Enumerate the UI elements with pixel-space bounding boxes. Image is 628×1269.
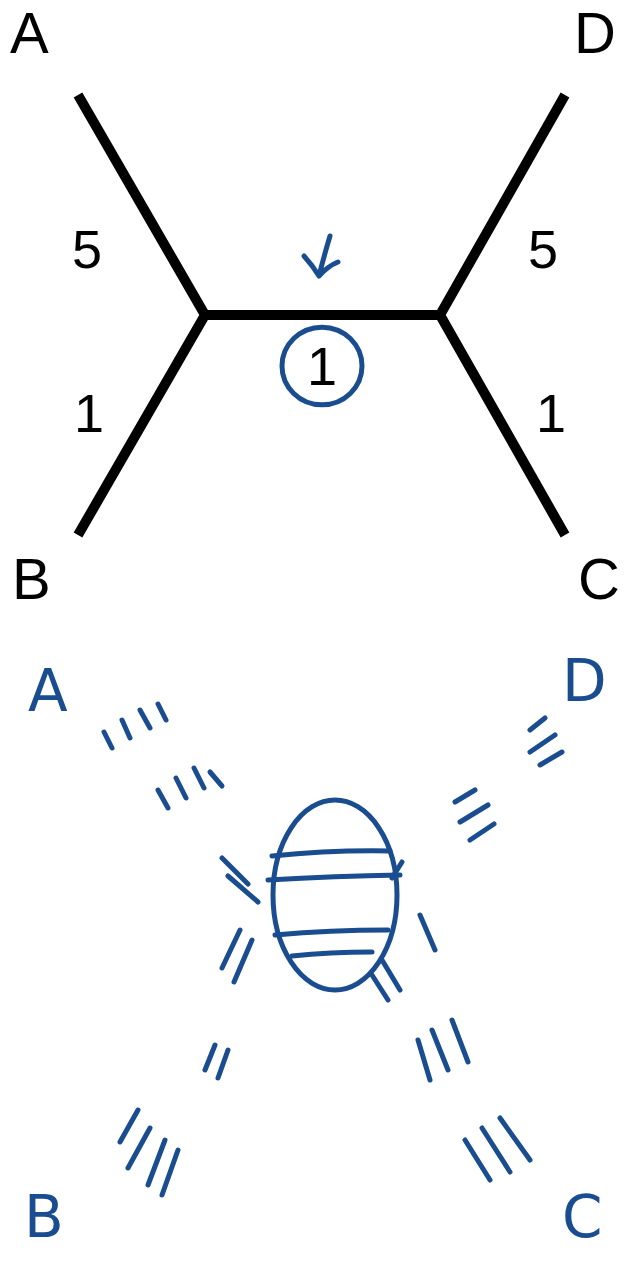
left-branches <box>78 95 205 535</box>
tick-marks <box>158 768 222 808</box>
sketch-taxon: B <box>24 1188 64 1246</box>
taxon-label: C <box>578 550 620 608</box>
tick-marks <box>418 1020 468 1080</box>
tick-marks <box>455 790 494 840</box>
internal-branch <box>205 310 440 320</box>
taxon-label: D <box>574 4 616 62</box>
tick-marks <box>222 858 258 982</box>
branch-length: 5 <box>528 222 558 276</box>
tick-marks <box>530 718 562 765</box>
tree-branches <box>78 95 565 535</box>
branch-length: 5 <box>72 222 102 276</box>
right-branches <box>440 95 565 535</box>
sketch-taxon: C <box>562 1188 603 1246</box>
taxon-label: B <box>12 550 51 608</box>
branch-length: 1 <box>536 386 566 440</box>
branch-length: 1 <box>74 386 104 440</box>
tick-marks <box>104 704 166 748</box>
sketch-taxon: A <box>28 662 68 720</box>
sketch-taxon: D <box>562 652 607 710</box>
tick-marks <box>120 1110 178 1195</box>
hand-sketch <box>104 236 562 1195</box>
sketch-oval <box>273 800 397 990</box>
tick-marks <box>392 862 435 950</box>
taxon-label: A <box>10 4 49 62</box>
tick-marks <box>465 1118 530 1180</box>
tick-marks <box>205 1045 228 1078</box>
branch-length: 1 <box>278 322 366 410</box>
circled-length: 1 <box>278 322 366 410</box>
oval-hatching <box>268 851 400 956</box>
pointer-arrow <box>304 236 338 276</box>
tick-marks <box>372 960 400 1000</box>
